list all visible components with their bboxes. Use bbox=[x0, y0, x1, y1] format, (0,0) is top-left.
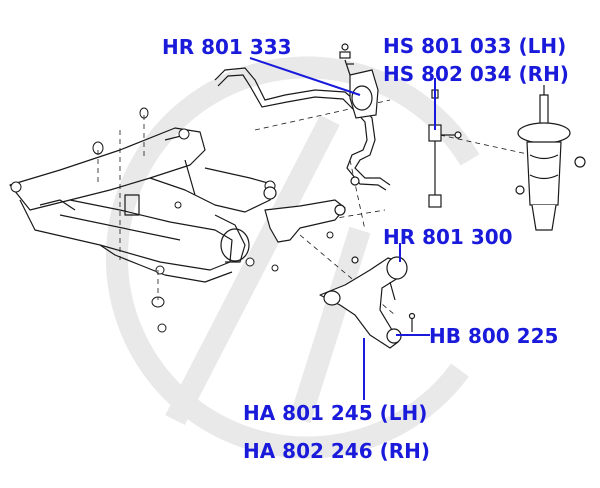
leader-lines bbox=[249, 57, 436, 400]
label-control-arm-lh: HA 801 245 (LH) bbox=[243, 401, 428, 425]
lower-control-arm-upper-view bbox=[263, 186, 346, 243]
label-arm-bushing-rear: HR 801 300 bbox=[383, 225, 513, 249]
label-stabilizer-link-lh: HS 801 033 (LH) bbox=[383, 34, 567, 58]
stabilizer-link bbox=[350, 89, 462, 208]
label-control-arm-rh: HA 802 246 (RH) bbox=[243, 439, 431, 463]
watermark-logo bbox=[105, 56, 480, 459]
strut-assembly bbox=[515, 85, 586, 231]
label-stabilizer-link-rh: HS 802 034 (RH) bbox=[383, 62, 569, 86]
front-subframe bbox=[9, 127, 276, 283]
label-ball-joint: HB 800 225 bbox=[429, 324, 559, 348]
lower-control-arm-lower-view bbox=[319, 256, 416, 349]
stabilizer-bushing-bracket bbox=[339, 43, 379, 119]
label-stabilizer-bushing: HR 801 333 bbox=[162, 35, 292, 59]
leader-line-stabilizer-bushing bbox=[249, 57, 361, 96]
